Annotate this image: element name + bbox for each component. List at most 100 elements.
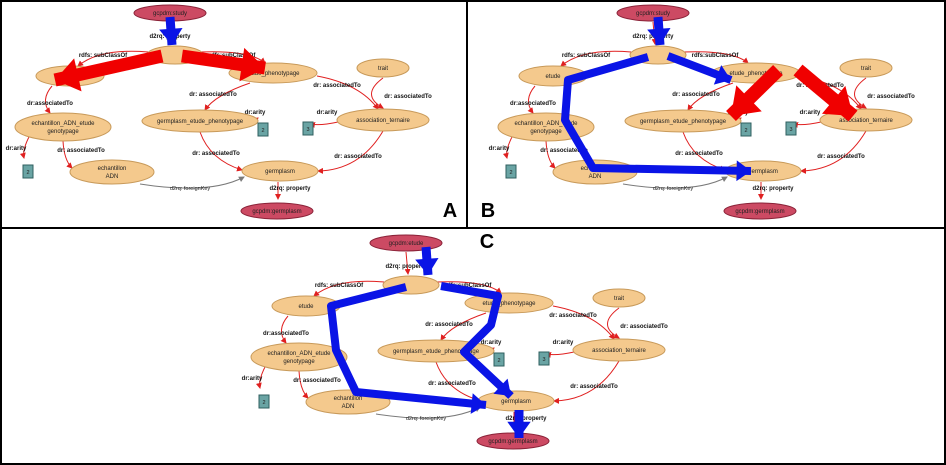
- arity-box: [258, 394, 270, 409]
- node-label-genotypage: genotypage: [283, 359, 315, 365]
- node-label-root: gcpdm:study: [636, 11, 670, 17]
- node-trait: [356, 58, 410, 78]
- arity-box: [785, 121, 797, 136]
- node-label-adn: ADN: [342, 404, 355, 410]
- edge-assoc-mid: [204, 82, 251, 111]
- edge-assoc-right: [552, 305, 615, 340]
- arrow-red-right-head: [239, 47, 265, 82]
- edge-trait-assoc: [854, 77, 867, 109]
- edge-arity-right: [792, 121, 822, 128]
- edge-label-arity: dr:arity: [481, 340, 502, 346]
- node-label-adn: ADN: [589, 174, 602, 180]
- node-label-root: gcpdm:study: [153, 11, 187, 17]
- node-label-germplasm-root: gcpdm:germplasm: [252, 209, 301, 215]
- node-label-association-ternaire: association_ternaire: [356, 118, 410, 124]
- edge-ech-adn: [545, 140, 556, 169]
- panels: d2rq: property rdfs: subClassOf rdfs:subCl…: [6, 4, 915, 450]
- panel-letter-a: A: [443, 200, 457, 222]
- edge-assoc-left: [280, 315, 289, 344]
- edge-label-associatedto: dr: associatedTo: [540, 148, 588, 154]
- edge-label-arity: dr:arity: [242, 376, 263, 382]
- edge-label-associatedto: dr: associatedTo: [334, 154, 382, 160]
- node-label-association-ternaire: association_ternaire: [839, 118, 893, 124]
- edge-label-arity: dr:arity: [245, 110, 266, 116]
- node-label-echantillon-adn-etude: echantillon_ADN_etude: [267, 351, 331, 357]
- node-germplasm-root: [476, 432, 550, 450]
- edge-assoc-germplasm: [553, 360, 620, 404]
- edge-subclass-left: [77, 50, 149, 67]
- arrow-blue-bottom-head: [507, 421, 531, 438]
- node-label-genotypage: genotypage: [530, 129, 562, 135]
- arity-box: [257, 122, 269, 137]
- arrow-blue-right-path-shaft: [440, 282, 514, 399]
- node-label-adn: ADN: [106, 174, 119, 180]
- edge-label-associatedto: dr:associatedTo: [510, 101, 556, 107]
- node-echantillon-adn-etude: [250, 342, 348, 372]
- edge-trait-assoc: [371, 77, 384, 109]
- arity-value: 2: [509, 170, 512, 176]
- node-label-germplasm-etude: germplasm_etude_phenotypage: [393, 349, 480, 355]
- edge-label-arity: dr:arity: [317, 110, 338, 116]
- arrow-blue-right-path-head: [493, 378, 511, 396]
- edge-label-subclassof: rdfs: subClassOf: [315, 283, 364, 289]
- edge-label-subclassof: rdfs: subClassOf: [562, 53, 611, 59]
- edge-label-d2rq-property: d2rq: property: [269, 186, 311, 192]
- arity-value: 3: [542, 357, 545, 363]
- node-label-etude-phenotypage: etude_phenotypage: [729, 71, 783, 77]
- edge-label-associatedto: dr: associatedTo: [384, 94, 432, 100]
- arity-box: [538, 351, 550, 366]
- panel-a: d2rq: property rdfs: subClassOf rdfs:subCl…: [6, 4, 457, 222]
- arity-value: 3: [306, 127, 309, 133]
- node-germplasm: [241, 160, 319, 182]
- arity-value: 3: [789, 127, 792, 133]
- node-label-genotypage: genotypage: [47, 129, 79, 135]
- arity-value: 2: [262, 400, 265, 406]
- arrow-blue-path-head: [736, 160, 751, 182]
- edge-assoc-mid: [440, 312, 487, 341]
- edge-label-associatedto: dr:associatedTo: [27, 101, 73, 107]
- node-label-echantillon-adn-etude: echantillon_ADN_etude: [31, 121, 95, 127]
- node-echantillon-adn: [69, 159, 155, 185]
- edge-root-study: [404, 251, 411, 275]
- edge-label-associatedto: dr: associatedTo: [867, 94, 915, 100]
- node-association-ternaire: [336, 108, 430, 132]
- edge-label-arity: dr:arity: [553, 340, 574, 346]
- arity-box: [740, 122, 752, 137]
- edge-ech-adn: [62, 140, 73, 169]
- edge-trait-assoc: [607, 307, 620, 339]
- edge-label-associatedto: dr: associatedTo: [57, 148, 105, 154]
- edge-arity-right: [545, 351, 575, 358]
- edge-label-subclassof: rdfs: subClassOf: [79, 53, 128, 59]
- panel-c: d2rq: property rdfs: subClassOf rdfs:subCl…: [242, 231, 668, 450]
- edge-label-subclassof: rdfs:subClassOf: [209, 53, 257, 59]
- node-label-germplasm-root: gcpdm:germplasm: [735, 209, 784, 215]
- node-label-germplasm: germplasm: [501, 399, 531, 405]
- edge-label-associatedto: dr: associatedTo: [672, 92, 720, 98]
- node-label-echantillon: echantillon: [98, 166, 127, 172]
- edge-assoc-germplasm: [800, 130, 867, 174]
- edge-subclass-right: [199, 51, 266, 64]
- edge-label-associatedto: dr: associatedTo: [192, 151, 240, 157]
- edge-label-associatedto: dr: associatedTo: [425, 322, 473, 328]
- node-root: [369, 234, 443, 252]
- node-germplasm-etude: [141, 109, 259, 133]
- node-label-association-ternaire: association_ternaire: [592, 348, 646, 354]
- node-label-trait: trait: [614, 296, 624, 302]
- node-label-trait: trait: [861, 66, 871, 72]
- edge-assoc-mid: [687, 82, 734, 111]
- edge-label-d2rq-property: d2rq: property: [505, 416, 547, 422]
- node-label-etude-phenotypage: etude_phenotypage: [246, 71, 300, 77]
- edge-label-associatedto: dr: associatedTo: [817, 154, 865, 160]
- node-germplasm-etude: [624, 109, 742, 133]
- arity-value: 2: [744, 128, 747, 134]
- edge-label-foreignkey: d2rq: foreignKey: [170, 186, 211, 192]
- edge-label-d2rq-property: d2rq: property: [752, 186, 794, 192]
- edge-germ-germplasm: [199, 131, 243, 172]
- edge-arity-right: [309, 121, 339, 128]
- edge-label-subclassof: rdfs:subClassOf: [445, 283, 493, 289]
- node-label-etude-phenotypage: etude_phenotypage: [482, 301, 536, 307]
- edge-label-arity: dr:arity: [800, 110, 821, 116]
- edge-label-subclassof: rdfs:subClassOf: [692, 53, 740, 59]
- edge-subclass-left: [313, 280, 385, 297]
- edge-assoc-germplasm: [317, 130, 384, 174]
